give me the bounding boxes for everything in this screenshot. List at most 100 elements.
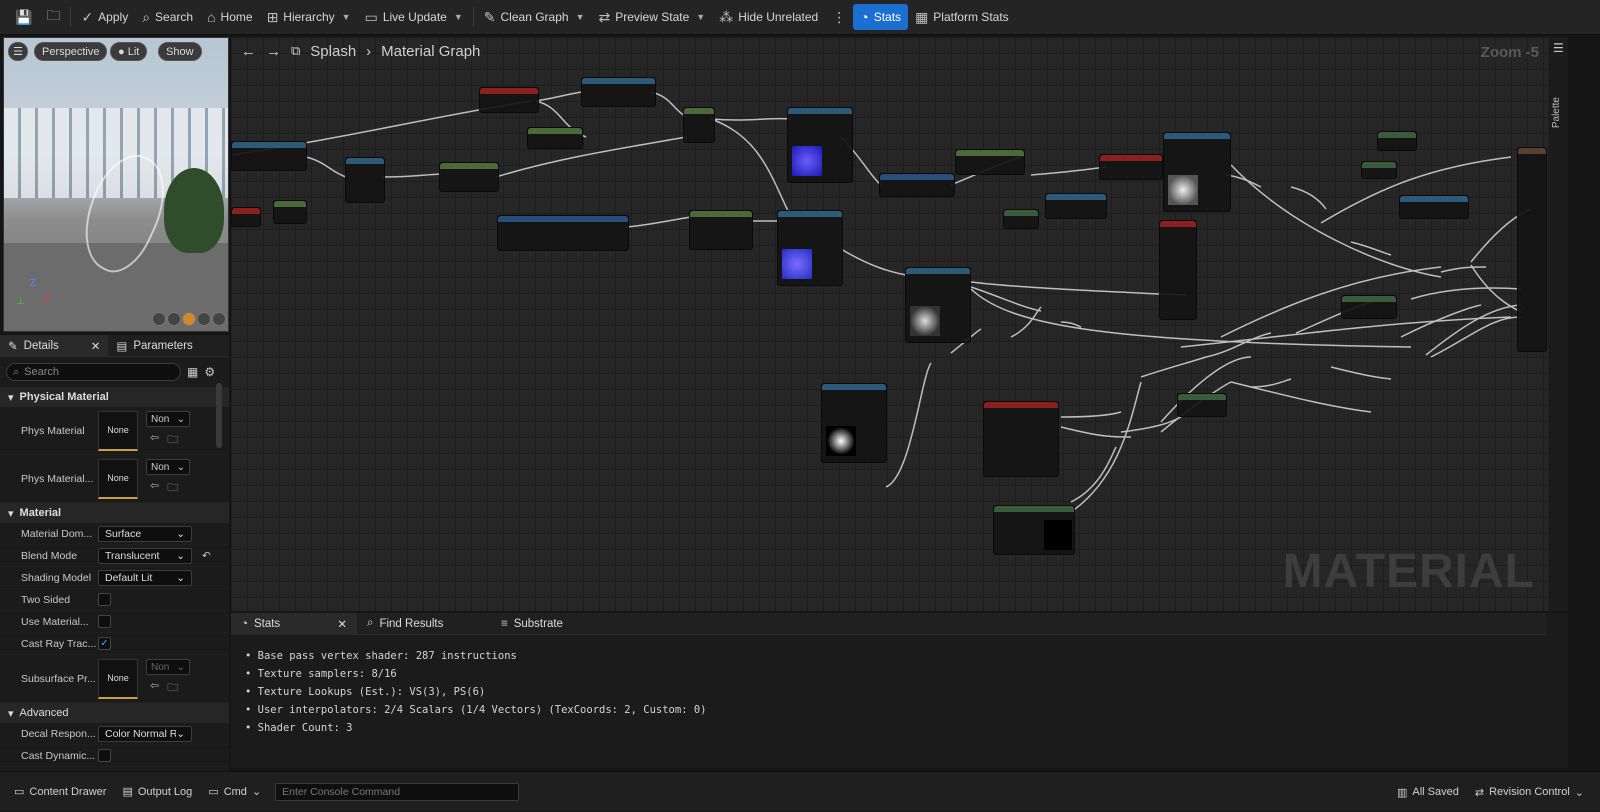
graph-node[interactable]	[1377, 131, 1417, 151]
more-options-button[interactable]: ⋮	[825, 4, 853, 30]
tab-substrate[interactable]: ≡Substrate	[491, 613, 573, 635]
perspective-button[interactable]: Perspective	[34, 42, 108, 61]
asset-picker-dropdown[interactable]: Non⌄	[146, 659, 190, 675]
apply-button[interactable]: ✓Apply	[74, 4, 135, 30]
texture-sample-node[interactable]	[777, 210, 843, 286]
details-scrollbar[interactable]	[216, 383, 222, 448]
platform-stats-button[interactable]: ▦Platform Stats	[908, 4, 1016, 30]
asset-thumbnail[interactable]: None	[98, 410, 138, 451]
graph-node[interactable]	[345, 157, 385, 203]
shading-model-dropdown[interactable]: Default Lit⌄	[98, 569, 192, 586]
output-log-button[interactable]: ▤Output Log	[114, 781, 200, 803]
graph-node[interactable]	[439, 162, 499, 192]
texture-sample-node[interactable]	[787, 107, 853, 183]
back-icon[interactable]: ←	[241, 42, 256, 60]
browse-button[interactable]: 🗀	[39, 4, 67, 30]
graph-node[interactable]	[1177, 393, 1227, 417]
graph-node[interactable]	[581, 77, 656, 107]
graph-node[interactable]	[1399, 195, 1469, 219]
console-input[interactable]: Enter Console Command	[275, 782, 520, 801]
tab-stats[interactable]: ◔Stats✕	[231, 612, 357, 635]
asset-picker-dropdown[interactable]: Non⌄	[146, 459, 190, 475]
graph-node[interactable]	[273, 200, 307, 224]
graph-node[interactable]	[479, 87, 539, 113]
lit-button[interactable]: ● Lit	[110, 42, 148, 61]
sphere-icon[interactable]	[167, 312, 181, 326]
use-selected-icon[interactable]: ⇦	[150, 432, 160, 444]
material-output-node[interactable]	[1517, 147, 1547, 352]
cast-dynamic-checkbox[interactable]	[98, 749, 111, 762]
revision-control-button[interactable]: ⇄Revision Control⌄	[1467, 781, 1592, 803]
texture-sample-node[interactable]	[1163, 132, 1231, 212]
blend-mode-dropdown[interactable]: Translucent⌄	[98, 547, 192, 564]
stats-button[interactable]: ◔Stats	[853, 4, 909, 30]
graph-node[interactable]	[993, 505, 1075, 555]
plane-icon[interactable]	[182, 312, 196, 326]
tab-find-results[interactable]: ⌕Find Results	[357, 613, 491, 635]
home-button[interactable]: ⌂Home	[200, 4, 259, 30]
breadcrumb-root[interactable]: Splash	[310, 42, 357, 60]
palette-menu-icon[interactable]: ☰	[1553, 41, 1564, 55]
graph-node[interactable]	[231, 207, 261, 227]
cube-icon[interactable]	[197, 312, 211, 326]
browse-icon[interactable]: 🗀	[167, 682, 179, 694]
graph-node[interactable]	[1003, 209, 1039, 229]
asset-picker-dropdown[interactable]: Non⌄	[146, 411, 190, 427]
use-material-checkbox[interactable]	[98, 615, 111, 628]
use-selected-icon[interactable]: ⇦	[150, 680, 160, 692]
decal-response-dropdown[interactable]: Color Normal Ro⌄	[98, 725, 192, 742]
use-selected-icon[interactable]: ⇦	[150, 480, 160, 492]
graph-node[interactable]	[689, 210, 753, 250]
graph-node[interactable]	[527, 127, 583, 149]
graph-node[interactable]	[983, 401, 1059, 477]
hierarchy-button[interactable]: ⊞Hierarchy▼	[260, 4, 358, 30]
graph-node[interactable]	[879, 173, 955, 197]
graph-node[interactable]	[955, 149, 1025, 175]
texture-sample-node[interactable]	[821, 383, 887, 463]
close-icon[interactable]: ✕	[337, 618, 347, 631]
cmd-dropdown[interactable]: ▭Cmd⌄	[200, 781, 269, 803]
viewport-menu-button[interactable]: ☰	[8, 42, 28, 61]
teapot-icon[interactable]	[212, 312, 226, 326]
gear-icon[interactable]: ⚙	[204, 365, 216, 379]
show-button[interactable]: Show	[158, 42, 202, 61]
texture-sample-node[interactable]	[905, 267, 971, 343]
search-button[interactable]: ⌕Search	[135, 4, 200, 30]
category-physical-material[interactable]: ▾Physical Material	[0, 387, 229, 407]
browse-icon[interactable]: 🗀	[167, 482, 179, 494]
clean-graph-button[interactable]: ✎Clean Graph▼	[477, 4, 592, 30]
tab-details[interactable]: ✎Details✕	[0, 334, 109, 357]
graph-node[interactable]	[1099, 154, 1163, 180]
graph-node[interactable]	[1341, 295, 1397, 319]
graph-node[interactable]	[1361, 161, 1397, 179]
asset-thumbnail[interactable]: None	[98, 458, 138, 499]
asset-thumbnail[interactable]: None	[98, 658, 138, 699]
browse-icon[interactable]: 🗀	[167, 434, 179, 446]
material-domain-dropdown[interactable]: Surface⌄	[98, 525, 192, 542]
cast-ray-checkbox[interactable]: ✓	[98, 637, 111, 650]
two-sided-checkbox[interactable]	[98, 593, 111, 606]
category-material[interactable]: ▾Material	[0, 503, 229, 523]
preview-state-button[interactable]: ⇄Preview State▼	[591, 4, 712, 30]
forward-icon[interactable]: →	[266, 42, 281, 60]
live-update-button[interactable]: ▭Live Update▼	[358, 4, 470, 30]
tab-parameters[interactable]: ▤Parameters	[108, 335, 200, 357]
hide-unrelated-button[interactable]: ⁂Hide Unrelated	[712, 4, 825, 30]
table-view-icon[interactable]: ▦	[187, 365, 199, 379]
graph-node[interactable]	[231, 141, 307, 171]
save-button[interactable]: 💾	[8, 4, 39, 30]
category-advanced[interactable]: ▾Advanced	[0, 703, 229, 723]
cylinder-icon[interactable]	[152, 312, 166, 326]
graph-node[interactable]	[683, 107, 715, 143]
content-drawer-button[interactable]: ▭Content Drawer	[6, 781, 114, 803]
close-icon[interactable]: ✕	[90, 340, 101, 353]
graph-node[interactable]	[1159, 220, 1197, 320]
reset-icon[interactable]: ↶	[202, 549, 211, 562]
details-search-input[interactable]: ⌕Search	[6, 363, 181, 381]
palette-tab[interactable]: Palette	[1551, 97, 1562, 129]
graph-node[interactable]	[497, 215, 629, 251]
all-saved-button[interactable]: ▥All Saved	[1389, 781, 1467, 803]
material-graph[interactable]: ← → ⧉ Splash › Material Graph Zoom -5	[231, 37, 1547, 611]
graph-node[interactable]	[1045, 193, 1107, 219]
